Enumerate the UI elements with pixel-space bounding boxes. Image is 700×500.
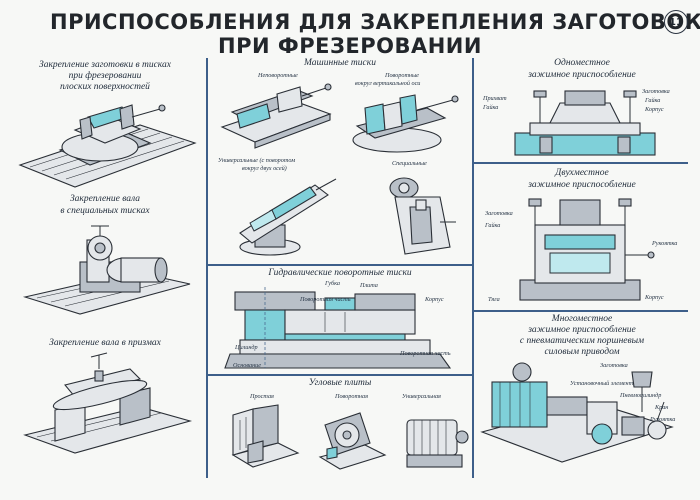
fixed-vise-illustration [220,83,332,149]
hydraulic-label-rotary: Поворотная часть [300,296,351,303]
row-divider-right-2 [474,310,688,312]
single-label-body: Корпус [645,106,664,113]
machine-vise-heading: Машинные тиски [304,58,376,68]
flat-vise-heading-2: при фрезеровании [68,71,142,81]
row-divider-right-1 [474,162,688,164]
row-divider-middle-1 [208,264,472,266]
poster-title-line2: ПРИ ФРЕЗЕРОВАНИИ [218,34,482,58]
universal-angle-plate-illustration [406,419,469,468]
multi-fixture-illustration [480,362,674,463]
angle-label-universal: Универсальная [402,393,441,400]
double-label-handle: Рукоятка [652,240,678,247]
multi-label-cylinder: Пневмоцилиндр [620,392,662,399]
double-fixture-heading-1: Двухместное [555,168,609,178]
angle-label-simple: Простая [250,393,274,400]
hydraulic-label-jaw: Губка [325,280,340,287]
flat-vise-heading-1: Закрепление заготовки в тисках [39,60,171,70]
single-label-nut: Гайка [483,104,499,111]
double-fixture-heading-2: зажимное приспособление [528,180,636,190]
hydraulic-label-plate: Плита [360,282,378,289]
hydraulic-vise-heading: Гидравлические поворотные тиски [268,268,412,278]
flat-vise-heading-3: плоских поверхностей [60,82,150,92]
rotary-vise-illustration [352,94,459,153]
sheet-number-badge: 11 [664,10,688,34]
multi-label-locator: Установочный элемент [570,380,634,387]
hydraulic-label-rotary-2: Поворотная часть [400,350,451,357]
multi-label-workpiece: Заготовка [600,362,628,369]
hydraulic-label-body: Корпус [425,296,444,303]
hydraulic-label-cylinder: Цилиндр [235,344,258,351]
double-label-body: Корпус [645,294,664,301]
label-rotary-vise-2: вокруг вертикальной оси [355,80,421,87]
single-fixture-illustration [514,90,656,156]
label-special-vise: Специальные [392,160,427,167]
multi-fixture-heading-3: с пневматическим поршневым [519,336,645,346]
prism-shaft-illustration [23,352,193,454]
single-label-workpiece: Заготовка [642,88,670,95]
multi-fixture-heading-2: зажимное приспособление [528,325,636,335]
row-divider-middle-2 [208,374,472,376]
angle-label-rotary: Поворотная [335,393,368,400]
poster-title-line1: ПРИСПОСОБЛЕНИЯ ДЛЯ ЗАКРЕПЛЕНИЯ ЗАГОТОВОК [50,10,700,34]
single-label-clamp: Прихват [483,95,507,102]
double-label-workpiece: Заготовка [485,210,513,217]
double-label-rod: Тяга [488,296,500,303]
single-fixture-heading-1: Одноместное [554,58,610,68]
hydraulic-label-base: Основание [233,362,262,369]
special-vise-illustration [389,177,456,255]
double-label-nut: Гайка [485,222,501,229]
universal-vise-illustration [239,178,337,256]
label-universal-vise-2: вокруг двух осей) [242,165,287,172]
double-fixture-illustration [519,198,655,301]
flat-vise-illustration [18,104,197,188]
rotary-angle-plate-illustration [318,412,387,470]
hydraulic-vise-illustration [224,287,452,369]
multi-fixture-heading-4: силовым приводом [544,347,620,357]
prism-heading: Закрепление вала в призмах [49,338,161,348]
shaft-vise-illustration [22,225,191,315]
single-fixture-heading-2: зажимное приспособление [528,70,636,80]
single-label-nut-2: Гайка [645,97,661,104]
shaft-vise-heading-2: в специальных тисках [60,206,150,216]
shaft-vise-heading-1: Закрепление вала [69,194,141,204]
column-divider-left [206,58,208,478]
column-divider-right [472,58,474,478]
angle-plate-heading: Угловые плиты [308,378,372,388]
multi-fixture-heading-1: Многоместное [551,314,613,324]
label-fixed-vise: Неповоротные [258,72,298,79]
sheet-number: 11 [669,16,683,28]
multi-label-handle: Рукоятка [650,416,676,423]
simple-angle-plate-illustration [231,404,300,468]
multi-label-valve: Кран [655,404,669,411]
label-rotary-vise-1: Поворотные [385,72,419,79]
label-universal-vise-1: Универсальные (с поворотом [218,157,296,164]
